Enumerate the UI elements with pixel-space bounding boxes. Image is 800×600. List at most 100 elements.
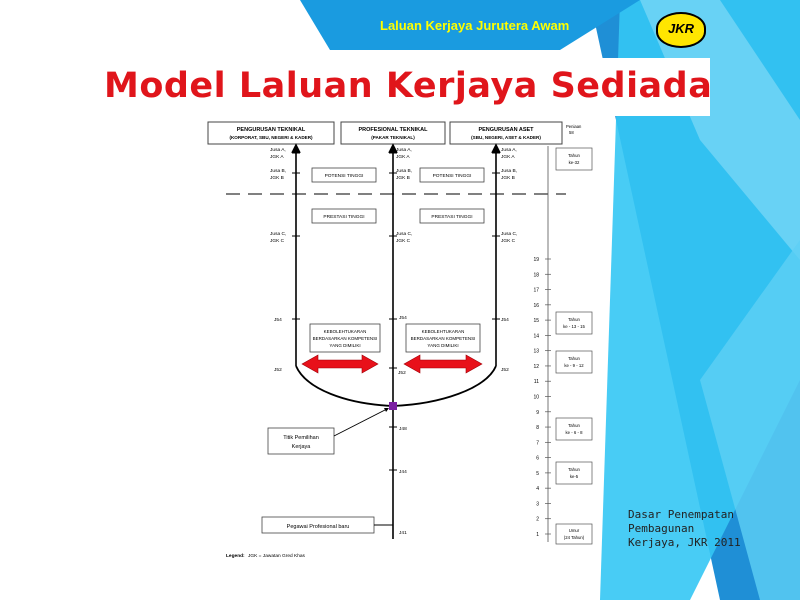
logo-text: JKR <box>667 21 694 36</box>
source-note: Dasar Penempatan Pembagunan Kerjaya, JKR… <box>628 508 748 550</box>
box-label: Titik Pemilihan <box>283 435 319 441</box>
grade-label: Jusa B, <box>396 168 412 174</box>
pegawai-box: Pegawai Profesional baru <box>261 516 375 534</box>
grade-label: JGK A <box>501 154 515 160</box>
grade-label: Jusa C, <box>501 231 517 237</box>
year-box-label: ke - 6 - 8 <box>566 430 584 435</box>
grade-label: J54 <box>399 315 407 321</box>
year-tick-label: 16 <box>533 303 539 309</box>
column-subtitle: (PAKAR TEKNIKAL) <box>371 135 415 140</box>
year-box-6: Umur (24 Tahun) <box>555 523 593 545</box>
year-tick-label: 6 <box>536 456 539 462</box>
year-tick-label: 11 <box>534 379 539 385</box>
grade-label: JGK C <box>270 238 285 244</box>
box-label: PRESTASI TINGGI <box>323 214 364 220</box>
year-box-label: ke-5 <box>570 474 579 479</box>
period-value: 58 <box>569 130 574 135</box>
year-box-3: Tahun ke - 9 - 12 <box>555 350 593 374</box>
box-label: POTENSI TINGGI <box>325 173 364 179</box>
year-tick-label: 15 <box>533 318 539 324</box>
note-line: Kerjaya, JKR 2011 <box>628 536 741 549</box>
year-box-1: Tahun ke-32 <box>555 147 593 171</box>
grade-label: J44 <box>399 469 407 475</box>
grade-label: Jusa A, <box>501 147 517 153</box>
jkr-logo: JKR <box>656 12 706 48</box>
grade-label: J52 <box>501 367 509 373</box>
legend-label: Legend: <box>226 553 245 559</box>
bg-shape-lower <box>700 240 800 600</box>
grade-label: Jusa C, <box>270 231 286 237</box>
year-tick-label: 14 <box>533 333 539 339</box>
box-label: BERDASARKAN KOMPETENSI <box>411 336 476 341</box>
box-label: KEBOLEHTUKARAN <box>324 329 367 334</box>
box-label: POTENSI TINGGI <box>433 173 472 179</box>
grade-label: JGK C <box>501 238 516 244</box>
grade-label: J52 <box>398 370 406 376</box>
year-box-2: Tahun ke - 13 - 15 <box>555 311 593 335</box>
grade-label: JGK B <box>501 175 515 181</box>
grade-ticks <box>292 152 500 471</box>
grade-label: Jusa C, <box>396 231 412 237</box>
year-tick-label: 5 <box>536 471 539 477</box>
year-tick-label: 2 <box>536 517 539 523</box>
slide-title: Model Laluan Kerjaya Sediada <box>104 66 713 106</box>
box-label: Pegawai Profesional baru <box>287 524 350 530</box>
year-tick-label: 3 <box>536 501 539 507</box>
column-title: PENGURUSAN ASET <box>478 127 534 133</box>
grade-label: J54 <box>501 317 509 323</box>
note-line: Dasar Penempatan <box>628 508 734 521</box>
year-box-label: ke-32 <box>569 160 580 165</box>
prestasi-tinggi-box-right: PRESTASI TINGGI <box>419 208 485 224</box>
grade-label: J52 <box>274 367 282 373</box>
year-tick-label: 19 <box>533 257 539 263</box>
left-grade-labels: Jusa A, JGK A Jusa B, JGK B Jusa C, JGK … <box>270 147 286 373</box>
header-title: Laluan Kerjaya Jurutera Awam <box>380 18 570 33</box>
red-double-arrow-left <box>301 354 379 374</box>
potensi-tinggi-box-right: POTENSI TINGGI <box>419 167 485 183</box>
year-tick-label: 9 <box>536 410 539 416</box>
grade-label: Jusa A, <box>270 147 286 153</box>
box-label: PRESTASI TINGGI <box>431 214 472 220</box>
potensi-tinggi-box-left: POTENSI TINGGI <box>311 167 377 183</box>
box-label: KEBOLEHTUKARAN <box>422 329 465 334</box>
grade-label: JGK B <box>270 175 284 181</box>
grade-label: Jusa A, <box>396 147 412 153</box>
column-header-3: PENGURUSAN ASET (SBU, NEGERI, ASET & KAD… <box>449 121 563 145</box>
year-box-label: Umur <box>569 528 580 533</box>
kebolehtukaran-box-left: KEBOLEHTUKARAN BERDASARKAN KOMPETENSI YA… <box>309 323 381 353</box>
diagram-svg: PENGURUSAN TEKNIKAL (KORPORAT, SBU, NEGE… <box>207 121 593 559</box>
column-title: PROFESIONAL TEKNIKAL <box>359 127 429 133</box>
box-label: YANG DIMILIKI <box>427 343 458 348</box>
right-grade-labels: Jusa A, JGK A Jusa B, JGK B Jusa C, JGK … <box>501 147 517 373</box>
grade-label: JGK A <box>396 154 410 160</box>
year-tick-label: 1 <box>536 532 539 538</box>
grade-label: JGK C <box>396 238 411 244</box>
year-tick-label: 10 <box>533 395 539 401</box>
legend-text: JGK = Jawatan Gred Khas <box>248 553 306 559</box>
junction-marker <box>389 402 397 410</box>
column-subtitle: (SBU, NEGERI, ASET & KADER) <box>471 135 541 140</box>
box-label: BERDASARKAN KOMPETENSI <box>313 336 378 341</box>
year-tick-label: 12 <box>533 364 539 370</box>
box-label: YANG DIMILIKI <box>329 343 360 348</box>
year-box-label: Tahun <box>568 317 580 322</box>
year-tick-label: 17 <box>533 288 539 294</box>
year-box-label: ke - 13 - 15 <box>563 324 585 329</box>
year-tick-label: 18 <box>533 272 539 278</box>
grade-label: JGK A <box>270 154 284 160</box>
red-double-arrow-right <box>403 354 483 374</box>
year-tick-label: 7 <box>536 440 539 446</box>
column-header-2: PROFESIONAL TEKNIKAL (PAKAR TEKNIKAL) <box>340 121 446 145</box>
grade-label: J41 <box>399 530 407 536</box>
note-line: Pembagunan <box>628 522 695 535</box>
year-box-4: Tahun ke - 6 - 8 <box>555 417 593 441</box>
bg-header-band <box>300 0 640 50</box>
title-panel <box>90 58 710 116</box>
year-box-label: Tahun <box>568 356 580 361</box>
year-box-label: (24 Tahun) <box>564 535 585 540</box>
column-title: PENGURUSAN TEKNIKAL <box>237 127 306 133</box>
box-label: Kerjaya <box>292 444 312 450</box>
grade-label: JGK B <box>396 175 410 181</box>
